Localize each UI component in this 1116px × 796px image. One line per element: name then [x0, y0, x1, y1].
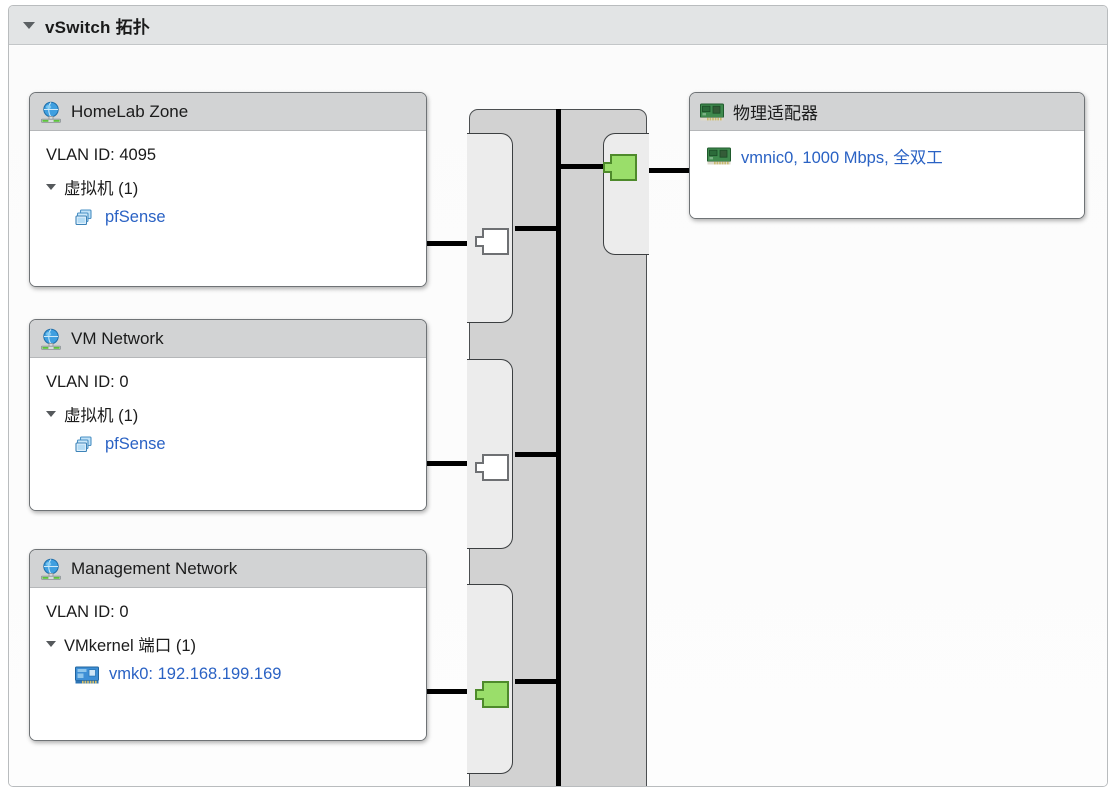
panel-header[interactable]: vSwitch 拓扑: [9, 6, 1107, 45]
group-toggle-row[interactable]: 虚拟机 (1): [30, 171, 426, 202]
vswitch-backplane: [556, 109, 561, 786]
vswitch-stub-portgroup-1: [515, 452, 559, 457]
child-link[interactable]: pfSense: [105, 435, 166, 453]
vswitch-topology-panel: vSwitch 拓扑: [8, 5, 1108, 787]
vswitch-body: [467, 109, 649, 786]
portgroup-name: HomeLab Zone: [71, 101, 189, 121]
virtual-machine-icon: [75, 208, 92, 225]
triangle-down-icon[interactable]: [46, 183, 56, 190]
portgroup-name: Management Network: [71, 558, 238, 578]
list-item[interactable]: vmnic0, 1000 Mbps, 全双工: [690, 140, 1084, 171]
vlan-row: VLAN ID: 0: [30, 597, 426, 628]
physical-nic-icon: [700, 103, 724, 120]
vswitch-stub-uplink-0: [557, 164, 603, 169]
link-line-physical-adapter: [639, 168, 693, 173]
group-label: VMkernel 端口 (1): [64, 636, 197, 655]
portgroup-card-management-network[interactable]: Management Network VLAN ID: 0 VMkernel 端…: [29, 549, 427, 741]
group-toggle-row[interactable]: VMkernel 端口 (1): [30, 628, 426, 659]
portgroup-globe-icon: [41, 101, 61, 123]
portgroup-card-header: HomeLab Zone: [30, 93, 426, 131]
portgroup-globe-icon: [41, 558, 61, 580]
physical-adapters-body: vmnic0, 1000 Mbps, 全双工: [690, 131, 1084, 218]
vswitch-stub-portgroup-0: [515, 226, 559, 231]
child-link[interactable]: pfSense: [105, 208, 166, 226]
group-label: 虚拟机 (1): [64, 179, 139, 198]
link-line-portgroup-1: [426, 461, 476, 466]
portgroup-card-body: VLAN ID: 4095 虚拟机 (1) pfSense: [30, 131, 426, 286]
child-link[interactable]: vmk0: 192.168.199.169: [109, 665, 282, 683]
portgroup-card-homelab-zone[interactable]: HomeLab Zone VLAN ID: 4095 虚拟机 (1): [29, 92, 427, 287]
vlan-id-label: VLAN ID: 0: [46, 603, 129, 621]
physical-adapters-card[interactable]: 物理适配器: [689, 92, 1085, 219]
vlan-row: VLAN ID: 0: [30, 367, 426, 398]
vlan-row: VLAN ID: 4095: [30, 140, 426, 171]
triangle-down-icon[interactable]: [46, 410, 56, 417]
physical-nic-icon: [707, 147, 731, 164]
physical-adapters-title: 物理适配器: [733, 104, 818, 123]
vswitch-port-portgroup-0[interactable]: [475, 228, 509, 255]
list-item[interactable]: pfSense: [30, 202, 426, 233]
portgroup-card-header: Management Network: [30, 550, 426, 588]
triangle-down-icon[interactable]: [46, 640, 56, 647]
portgroup-card-body: VLAN ID: 0 VMkernel 端口 (1): [30, 588, 426, 740]
physical-adapter-link[interactable]: vmnic0, 1000 Mbps, 全双工: [741, 148, 943, 167]
list-item[interactable]: vmk0: 192.168.199.169: [30, 659, 426, 690]
topology-canvas: HomeLab Zone VLAN ID: 4095 虚拟机 (1): [9, 46, 1107, 786]
group-label: 虚拟机 (1): [64, 406, 139, 425]
portgroup-card-vm-network[interactable]: VM Network VLAN ID: 0 虚拟机 (1): [29, 319, 427, 511]
page-title: vSwitch 拓扑: [45, 17, 150, 37]
vswitch-stub-portgroup-2: [515, 679, 559, 684]
vswitch-port-portgroup-1[interactable]: [475, 454, 509, 481]
link-line-portgroup-2: [426, 689, 476, 694]
list-item[interactable]: pfSense: [30, 429, 426, 460]
link-line-portgroup-0: [426, 241, 476, 246]
portgroup-name: VM Network: [71, 328, 164, 348]
vlan-id-label: VLAN ID: 0: [46, 373, 129, 391]
vswitch-port-uplink-0[interactable]: [603, 154, 637, 181]
portgroup-globe-icon: [41, 328, 61, 350]
vmkernel-nic-icon: [75, 666, 99, 683]
virtual-machine-icon: [75, 435, 92, 452]
group-toggle-row[interactable]: 虚拟机 (1): [30, 398, 426, 429]
triangle-down-icon[interactable]: [23, 21, 35, 29]
vswitch-port-portgroup-2[interactable]: [475, 681, 509, 708]
portgroup-card-header: VM Network: [30, 320, 426, 358]
portgroup-card-body: VLAN ID: 0 虚拟机 (1) pfSense: [30, 358, 426, 510]
vswitch-rail-uplink-0: [602, 133, 649, 255]
vswitch-rail-portgroup-2: [467, 584, 514, 774]
physical-adapters-header: 物理适配器: [690, 93, 1084, 131]
vlan-id-label: VLAN ID: 4095: [46, 146, 157, 164]
